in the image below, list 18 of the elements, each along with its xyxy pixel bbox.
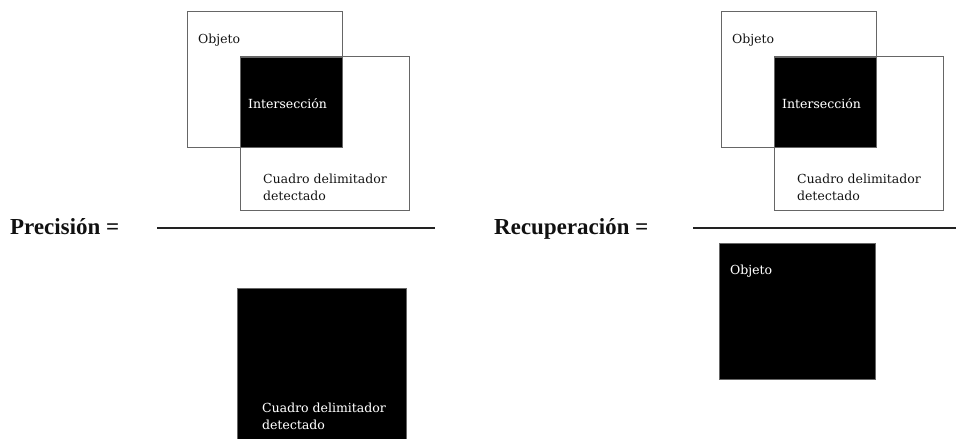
- box-label: Intersección: [248, 95, 328, 112]
- filled-region: [719, 243, 876, 380]
- box-label: Intersección: [782, 95, 862, 112]
- filled-region: [237, 288, 407, 439]
- box-label: Cuadro delimitador detectado: [262, 399, 387, 433]
- bounding-box: [774, 56, 944, 211]
- box-label: Objeto: [198, 30, 242, 47]
- box-label: Cuadro delimitador detectado: [797, 170, 922, 204]
- bounding-box: [721, 11, 877, 148]
- box-label: Objeto: [732, 30, 776, 47]
- formula-label: Recuperación =: [494, 213, 648, 241]
- box-label: Objeto: [730, 261, 774, 278]
- formula-label: Precisión =: [10, 213, 120, 241]
- bounding-box: [240, 56, 410, 211]
- bounding-box: [187, 11, 343, 148]
- box-label: Cuadro delimitador detectado: [263, 170, 388, 204]
- filled-region: [774, 57, 877, 148]
- filled-region: [240, 57, 343, 148]
